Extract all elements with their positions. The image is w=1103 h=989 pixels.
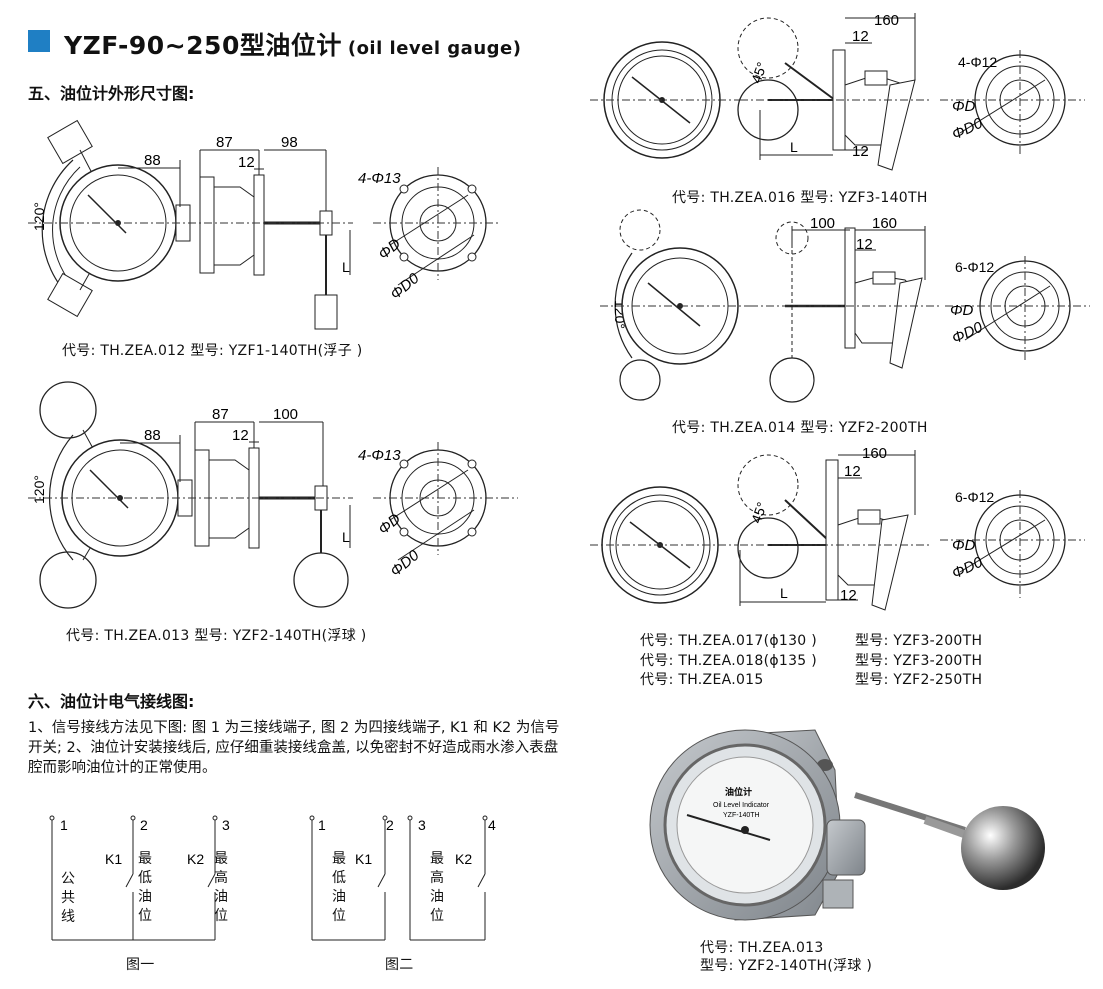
page-title-en: (oil level gauge): [347, 38, 522, 59]
fig1-dim-l: L: [342, 259, 350, 275]
wd2-terminal-2: 2: [386, 817, 394, 833]
fig2-dim-l: L: [342, 529, 350, 545]
fig5-caption-code-1: 代号: TH.ZEA.017(ϕ130 ): [640, 633, 818, 649]
photo-caption-code: 代号: TH.ZEA.013: [700, 940, 824, 956]
fig3-holes: 4-Φ12: [958, 54, 997, 70]
fig1-holes: 4-Φ13: [358, 170, 401, 187]
fig3-caption: 代号: TH.ZEA.016 型号: YZF3-140TH: [672, 190, 928, 206]
wd2-terminal-1: 1: [318, 817, 326, 833]
photo-caption-model: 型号: YZF2-140TH(浮球 ): [700, 958, 873, 974]
fig3-dim-12b: 12: [852, 143, 869, 160]
wd1-label-high: 最高油位: [214, 851, 228, 924]
fig1-caption: 代号: TH.ZEA.012 型号: YZF1-140TH(浮子 ): [62, 343, 363, 359]
fig4-caption: 代号: TH.ZEA.014 型号: YZF2-200TH: [672, 420, 928, 436]
fig5-caption-code-2: 代号: TH.ZEA.018(ϕ135 ): [640, 653, 818, 669]
product-photo: 油位计 Oil Level Indicator YZF-140TH: [649, 729, 1045, 921]
fig1-phi-d0: ΦD0: [387, 269, 423, 303]
fig4-dim-12: 12: [856, 236, 873, 253]
wd1-label-low: 最低油位: [138, 851, 152, 924]
fig3-phi-d: ΦD: [952, 98, 976, 115]
wd1-switch-k1: K1: [105, 851, 122, 867]
fig2-dim-88: 88: [144, 427, 161, 444]
fig3-dim-12a: 12: [852, 28, 869, 45]
fig5-dim-160: 160: [862, 445, 887, 462]
fig5-dim-l: L: [780, 585, 788, 601]
fig4-phi-d: ΦD: [950, 302, 974, 319]
fig1-dim-88: 88: [144, 152, 161, 169]
fig4-phi-d0: ΦD0: [949, 318, 986, 347]
wd2-label-low: 最低油位: [332, 851, 346, 924]
section5-heading: 五、油位计外形尺寸图:: [28, 84, 195, 103]
fig2-phi-d0: ΦD0: [387, 546, 423, 580]
section6-paragraph: 1、信号接线方法见下图: 图 1 为三接线端子, 图 2 为四接线端子, K1 …: [28, 720, 560, 776]
wd1-terminal-1: 1: [60, 817, 68, 833]
figure-th-zea-013: 120° 88 87 100 12 L 4-Φ13 ΦD ΦD0: [28, 381, 518, 609]
fig2-angle: 120°: [31, 475, 47, 504]
fig2-dim-12: 12: [232, 427, 249, 444]
wiring-diagram-1: 1 2 3 K1 K2: [49, 815, 230, 941]
fig3-dim-160: 160: [874, 12, 899, 29]
fig5-caption-model-2: 型号: YZF3-200TH: [855, 653, 983, 669]
wd2-switch-k1: K1: [355, 851, 372, 867]
fig5-phi-d: ΦD: [952, 537, 976, 554]
dial-model: YZF-140TH: [723, 812, 760, 819]
fig5-caption-model-3: 型号: YZF2-250TH: [855, 672, 983, 688]
wd2-terminal-3: 3: [418, 817, 426, 833]
fig5-holes: 6-Φ12: [955, 489, 994, 505]
fig5-dim-12a: 12: [844, 463, 861, 480]
wd1-label-common: 公共线: [61, 871, 75, 925]
wd2-switch-k2: K2: [455, 851, 472, 867]
fig1-dim-98: 98: [281, 134, 298, 151]
wd2-caption: 图二: [385, 957, 414, 973]
wd1-caption: 图一: [126, 957, 155, 973]
fig5-angle: 45°: [748, 500, 770, 525]
figure-th-zea-017: 45° 160 12 L 12 6-Φ12 ΦD ΦD0: [590, 445, 1085, 611]
fig5-dim-12b: 12: [840, 587, 857, 604]
wd2-label-high: 最高油位: [430, 851, 444, 924]
figure-th-zea-016: 45° 160 12 L 12 4-Φ12 ΦD ΦD0: [590, 12, 1085, 171]
wd1-terminal-2: 2: [140, 817, 148, 833]
title-accent-block: [28, 30, 50, 52]
wd2-terminal-4: 4: [488, 817, 496, 833]
wiring-diagram-2: 1 2 3 4 K1 K2: [309, 815, 496, 941]
section6-heading: 六、油位计电气接线图:: [28, 692, 195, 711]
dial-sub: Oil Level Indicator: [713, 802, 770, 809]
fig1-angle: 120°: [31, 202, 47, 231]
fig2-holes: 4-Φ13: [358, 447, 401, 464]
dial-title: 油位计: [725, 786, 752, 797]
fig2-dim-100: 100: [273, 406, 298, 423]
wd1-terminal-3: 3: [222, 817, 230, 833]
wd1-switch-k2: K2: [187, 851, 204, 867]
fig2-dim-87: 87: [212, 406, 229, 423]
fig4-dim-100: 100: [810, 215, 835, 232]
fig3-dim-l: L: [790, 139, 798, 155]
fig1-dim-12: 12: [238, 154, 255, 171]
figure-th-zea-012: 120° 88 87 98 12 L 4-Φ13 ΦD ΦD0: [28, 119, 498, 330]
fig5-caption-code-3: 代号: TH.ZEA.015: [640, 672, 764, 688]
fig2-caption: 代号: TH.ZEA.013 型号: YZF2-140TH(浮球 ): [66, 628, 367, 644]
page-title: YZF-90~250型油位计(oil level gauge): [64, 31, 522, 60]
fig4-holes: 6-Φ12: [955, 259, 994, 275]
fig3-angle: 45°: [748, 60, 770, 85]
fig4-dim-160: 160: [872, 215, 897, 232]
figure-th-zea-014: 120° 100 160 12 6-Φ12 ΦD ΦD0: [600, 209, 1090, 403]
fig1-dim-87: 87: [216, 134, 233, 151]
fig5-caption-model-1: 型号: YZF3-200TH: [855, 633, 983, 649]
